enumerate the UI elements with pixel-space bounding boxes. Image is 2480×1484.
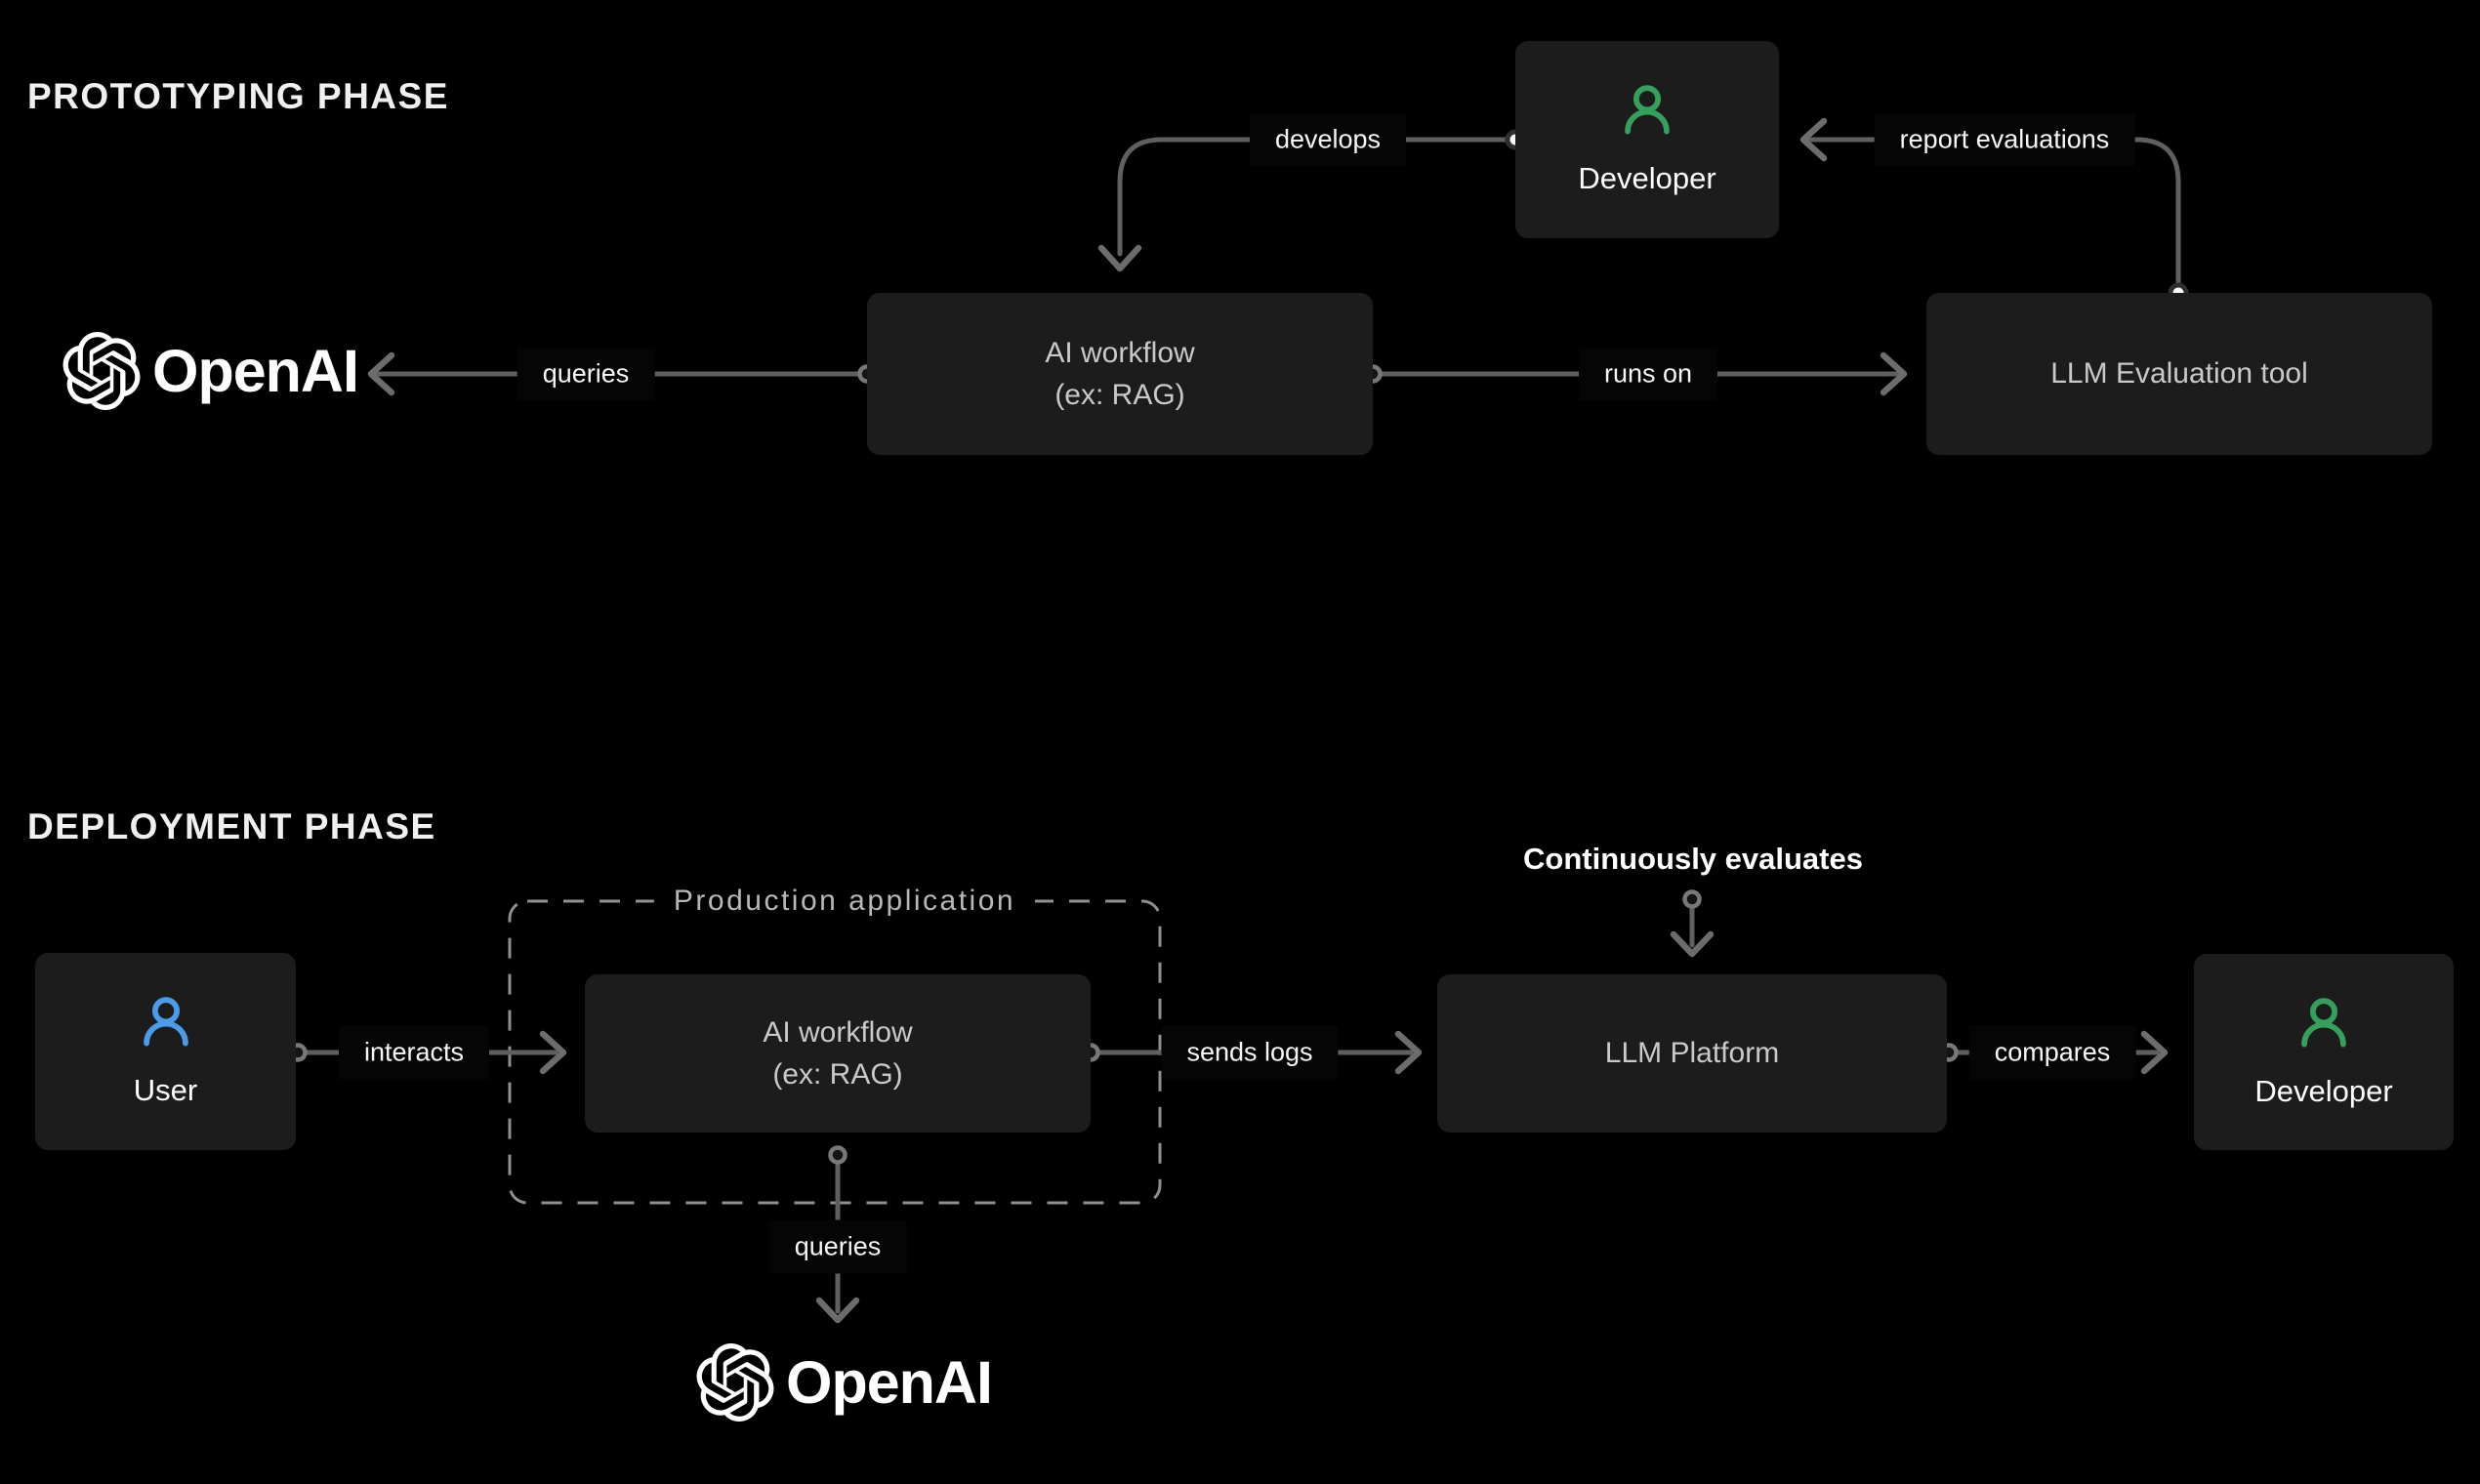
developer-label: Developer: [1578, 161, 1716, 195]
edge-label-develops: develops: [1249, 112, 1407, 167]
node-llm-platform: LLM Platform: [1437, 974, 1947, 1133]
openai-icon: [62, 332, 141, 410]
queries-bottom-dot: [828, 1145, 847, 1165]
report-evaluations-arrowhead: [1799, 117, 1828, 162]
node-llm-evaluation-tool: LLM Evaluation tool: [1926, 293, 2432, 455]
llm-platform-label: LLM Platform: [1604, 1037, 1780, 1070]
openai-wordmark: OpenAI: [152, 338, 359, 404]
continuously-evaluates-label: Continuously evaluates: [1523, 842, 1863, 877]
person-icon: [1625, 85, 1670, 135]
openai-logo-bottom: OpenAI: [696, 1343, 993, 1422]
ai-workflow-label: AI workflow (ex: RAG): [1045, 332, 1194, 417]
queries-top-arrowhead: [367, 351, 395, 396]
node-developer-deployment: Developer: [2194, 954, 2454, 1150]
edge-label-runs-on: runs on: [1578, 347, 1718, 401]
openai-icon: [696, 1343, 774, 1422]
developer-label: Developer: [2254, 1073, 2393, 1108]
ai-workflow-label-line1: AI workflow: [1045, 336, 1195, 369]
sends-logs-arrowhead: [1394, 1030, 1423, 1075]
node-ai-workflow-deployment: AI workflow (ex: RAG): [585, 974, 1091, 1133]
person-icon: [2301, 997, 2346, 1047]
ai-workflow-label: AI workflow (ex: RAG): [763, 1011, 912, 1096]
production-application-title: Production application: [653, 881, 1036, 922]
ai-workflow-label-line1: AI workflow: [763, 1015, 913, 1049]
runs-on-arrowhead: [1880, 351, 1908, 396]
person-icon: [143, 997, 188, 1047]
prototyping-phase-title: PROTOTYPING PHASE: [27, 76, 449, 116]
edge-label-queries-bottom: queries: [768, 1219, 907, 1274]
deployment-phase-title: DEPLOYMENT PHASE: [27, 806, 436, 846]
openai-logo-top: OpenAI: [62, 332, 359, 410]
edge-label-compares: compares: [1968, 1025, 2136, 1080]
continuously-evaluates-arrowhead: [1670, 930, 1715, 958]
edge-label-report-evaluations: report evaluations: [1874, 112, 2135, 167]
user-label: User: [133, 1073, 198, 1107]
develops-arrowhead: [1097, 244, 1142, 272]
edge-label-sends-logs: sends logs: [1161, 1025, 1339, 1080]
ai-workflow-label-line2: (ex: RAG): [1054, 379, 1185, 411]
node-user: User: [35, 953, 296, 1150]
compares-arrowhead: [2140, 1030, 2169, 1075]
edge-label-queries-top: queries: [517, 347, 655, 401]
continuously-evaluates-dot: [1682, 889, 1702, 909]
openai-wordmark: OpenAI: [786, 1349, 993, 1416]
queries-bottom-arrowhead: [815, 1297, 860, 1324]
interacts-arrowhead: [539, 1030, 567, 1075]
ai-workflow-label-line2: (ex: RAG): [772, 1058, 903, 1091]
edge-label-interacts: interacts: [338, 1025, 490, 1080]
node-ai-workflow-prototyping: AI workflow (ex: RAG): [867, 293, 1373, 455]
node-developer-prototyping: Developer: [1515, 41, 1779, 238]
llm-evaluation-tool-label: LLM Evaluation tool: [2050, 357, 2308, 391]
